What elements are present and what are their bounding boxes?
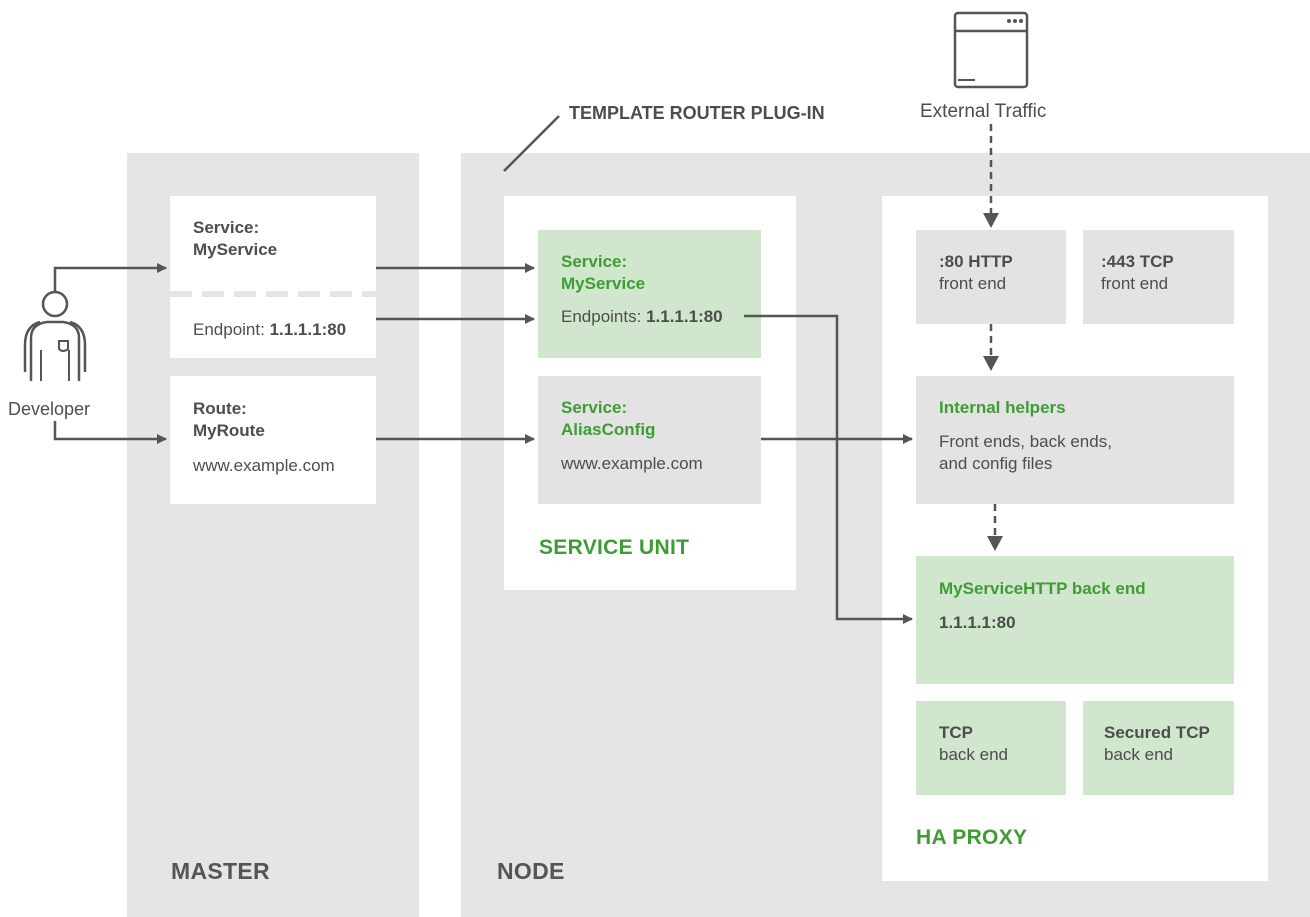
dev-to-service-arrow xyxy=(53,263,167,294)
master-endpoint-value: 1.1.1.1:80 xyxy=(269,320,347,339)
tcp-backend-sub: back end xyxy=(939,745,1008,764)
master-endpoint: Endpoint: 1.1.1.1:80 xyxy=(193,319,346,341)
service-unit-title: SERVICE UNIT xyxy=(539,536,690,559)
su-aliasconfig-box xyxy=(538,376,761,504)
developer-person-icon xyxy=(23,290,87,381)
tcp-backend-box xyxy=(916,701,1066,795)
su-myservice-box xyxy=(538,230,761,358)
su-alias-host: www.example.com xyxy=(561,454,703,473)
helpers-title: Internal helpers xyxy=(939,398,1066,417)
tcp-frontend-title: :443 TCP xyxy=(1101,252,1174,271)
haproxy-title: HA PROXY xyxy=(916,826,1028,849)
node-title: NODE xyxy=(497,858,565,884)
endpoints-to-backend-arrow xyxy=(744,314,913,624)
dev-to-route-arrow xyxy=(53,421,167,444)
su-endpoints-value: 1.1.1.1:80 xyxy=(646,307,723,326)
master-route-card xyxy=(170,376,376,504)
tcp-backend-title: TCP xyxy=(939,723,973,742)
browser-window-icon xyxy=(953,11,1029,89)
secured-backend-title: Secured TCP xyxy=(1104,723,1210,742)
master-route-label: Route: xyxy=(193,399,247,418)
plugin-pointer-line xyxy=(503,115,560,172)
helpers-line2: and config files xyxy=(939,454,1053,473)
master-service-name: MyService xyxy=(193,240,278,259)
su-service-label: Service: xyxy=(561,252,628,271)
su-endpoints-label: Endpoints: xyxy=(561,307,642,326)
http-frontend-title: :80 HTTP xyxy=(939,252,1013,271)
external-traffic-label: External Traffic xyxy=(920,101,1047,122)
developer-label: Developer xyxy=(8,399,91,419)
myservicehttp-backend-box xyxy=(916,556,1234,684)
http-frontend-box xyxy=(916,230,1066,324)
secured-tcp-backend-box xyxy=(1083,701,1234,795)
backend-value: 1.1.1.1:80 xyxy=(939,613,1016,632)
master-title: MASTER xyxy=(171,858,270,884)
master-service-card xyxy=(170,196,376,358)
master-endpoint-label: Endpoint: xyxy=(193,320,265,339)
helpers-line1: Front ends, back ends, xyxy=(939,432,1112,451)
template-router-label: TEMPLATE ROUTER PLUG-IN xyxy=(569,103,825,123)
tcp-frontend-box xyxy=(1083,230,1234,324)
su-alias-label: Service: xyxy=(561,398,628,417)
master-route-name: MyRoute xyxy=(193,421,265,440)
internal-helpers-box xyxy=(916,376,1234,504)
master-route-host: www.example.com xyxy=(193,456,335,475)
su-service-name: MyService xyxy=(561,274,646,293)
su-alias-name: AliasConfig xyxy=(561,420,656,439)
tcp-frontend-sub: front end xyxy=(1101,274,1169,293)
secured-backend-sub: back end xyxy=(1104,745,1173,764)
master-service-label: Service: xyxy=(193,218,260,237)
http-frontend-sub: front end xyxy=(939,274,1007,293)
su-endpoints: Endpoints: 1.1.1.1:80 xyxy=(561,306,723,328)
backend-title: MyServiceHTTP back end xyxy=(939,579,1146,598)
